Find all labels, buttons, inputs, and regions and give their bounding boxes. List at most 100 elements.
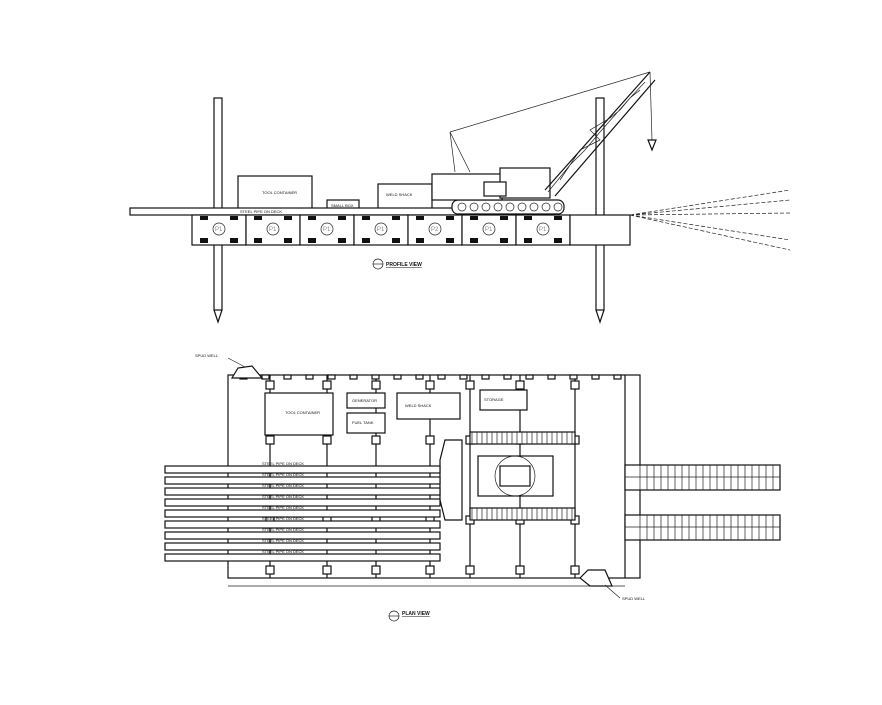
spud-well-bottom bbox=[579, 569, 613, 587]
pipe-row: STEEL PIPE ON DECK bbox=[164, 472, 441, 485]
plan-storage bbox=[479, 389, 528, 411]
bitt bbox=[570, 380, 580, 390]
pipe-row: STEEL PIPE ON DECK bbox=[164, 494, 441, 507]
bitt bbox=[371, 435, 381, 445]
pipe-note: STEEL PIPE ON DECK bbox=[262, 549, 304, 554]
cleat bbox=[283, 374, 292, 380]
bitt bbox=[570, 565, 580, 575]
plan-tool-container-label: TOOL CONTAINER bbox=[285, 410, 320, 415]
pipe-note: STEEL PIPE ON DECK bbox=[262, 494, 304, 499]
spud-note-top: SPUD WELL bbox=[195, 353, 219, 358]
pipe-note: STEEL PIPE ON DECK bbox=[262, 527, 304, 532]
track-wheel bbox=[493, 202, 503, 212]
bitt bbox=[371, 565, 381, 575]
track-wheel bbox=[553, 202, 563, 212]
bitt bbox=[465, 380, 475, 390]
pontoon-label: P1 bbox=[539, 227, 547, 233]
cleat bbox=[591, 374, 600, 380]
profile-view: TOOL CONTAINER SMALL BOX WELD SHACK STEE… bbox=[129, 71, 791, 324]
pontoon: P1 bbox=[245, 214, 301, 246]
pontoon: P1 bbox=[353, 214, 409, 246]
pipe-row: STEEL PIPE ON DECK bbox=[164, 461, 441, 474]
cleat bbox=[415, 374, 424, 380]
pontoon-row: P1 P1 P1 P1 P2 P1 P1 bbox=[191, 214, 631, 246]
spud-well-top bbox=[230, 365, 264, 379]
plan-weld-shack bbox=[396, 392, 461, 420]
pipe-row: STEEL PIPE ON DECK bbox=[164, 538, 441, 551]
pontoon-label: P1 bbox=[323, 227, 331, 233]
pipe-row: STEEL PIPE ON DECK bbox=[164, 527, 441, 540]
weld-shack-label: WELD SHACK bbox=[386, 192, 413, 197]
bitt bbox=[265, 435, 275, 445]
bitt bbox=[515, 565, 525, 575]
track-wheel bbox=[505, 202, 515, 212]
crane-plan bbox=[439, 431, 576, 521]
pontoon: P1 bbox=[299, 214, 355, 246]
plan-generator bbox=[346, 392, 386, 409]
stinger-lines bbox=[629, 189, 791, 251]
tool-container-label: TOOL CONTAINER bbox=[262, 190, 297, 195]
bitt bbox=[265, 380, 275, 390]
pontoon: P1 bbox=[191, 214, 247, 246]
pipe-row: STEEL PIPE ON DECK bbox=[164, 483, 441, 496]
pipe-note: STEEL PIPE ON DECK bbox=[262, 505, 304, 510]
plan-view-title: PLAN VIEW bbox=[402, 611, 430, 617]
bitt bbox=[515, 380, 525, 390]
cleat bbox=[503, 374, 512, 380]
pontoon: P2 bbox=[407, 214, 463, 246]
cleat bbox=[437, 374, 446, 380]
pipe-note: STEEL PIPE ON DECK bbox=[240, 209, 282, 214]
bitt bbox=[425, 565, 435, 575]
bitt bbox=[465, 565, 475, 575]
weld-shack bbox=[377, 183, 433, 213]
pontoon-label: P1 bbox=[215, 227, 223, 233]
stinger-upper bbox=[624, 464, 781, 491]
cleat bbox=[327, 374, 336, 380]
small-box-label: SMALL BOX bbox=[331, 203, 354, 208]
plan-weld-shack-label: WELD SHACK bbox=[405, 403, 432, 408]
pipe-row: STEEL PIPE ON DECK bbox=[164, 549, 441, 562]
pipe-note: STEEL PIPE ON DECK bbox=[262, 472, 304, 477]
pontoon-label: P1 bbox=[269, 227, 277, 233]
bitt bbox=[425, 380, 435, 390]
pipe-stack: STEEL PIPE ON DECK STEEL PIPE ON DECK STEE… bbox=[164, 461, 441, 562]
cleat bbox=[569, 374, 578, 380]
pipe-note: STEEL PIPE ON DECK bbox=[262, 461, 304, 466]
cleat bbox=[459, 374, 468, 380]
pipe-note: STEEL PIPE ON DECK bbox=[262, 483, 304, 488]
plan-fuel-tank-label: FUEL TANK bbox=[352, 420, 374, 425]
right-spud bbox=[595, 97, 605, 324]
profile-view-title: PROFILE VIEW bbox=[386, 262, 422, 268]
track-wheel bbox=[481, 202, 491, 212]
plan-generator-label: GENERATOR bbox=[352, 398, 377, 403]
bitt bbox=[371, 380, 381, 390]
pontoon: P1 bbox=[461, 214, 517, 246]
bitt bbox=[322, 435, 332, 445]
cleat bbox=[261, 374, 270, 380]
cleat bbox=[525, 374, 534, 380]
track-wheel bbox=[541, 202, 551, 212]
plan-storage-label: STORAGE bbox=[484, 397, 504, 402]
pipe-row: STEEL PIPE ON DECK bbox=[164, 516, 441, 529]
track-wheel bbox=[469, 202, 479, 212]
pontoon-label: P2 bbox=[431, 227, 439, 233]
bitt bbox=[322, 380, 332, 390]
pipe-note: STEEL PIPE ON DECK bbox=[262, 538, 304, 543]
bitt bbox=[322, 565, 332, 575]
track-wheel bbox=[517, 202, 527, 212]
cleat bbox=[371, 374, 380, 380]
stinger-lower bbox=[624, 514, 781, 541]
cleat bbox=[305, 374, 314, 380]
pontoon-end bbox=[569, 214, 631, 246]
track-wheel bbox=[529, 202, 539, 212]
cleat bbox=[481, 374, 490, 380]
cleat bbox=[349, 374, 358, 380]
left-spud bbox=[213, 97, 223, 324]
plan-view: TOOL CONTAINER GENERATOR FUEL TANK WELD … bbox=[164, 353, 781, 622]
bitt bbox=[265, 565, 275, 575]
plan-tool-container bbox=[264, 392, 334, 436]
bitt bbox=[425, 435, 435, 445]
plan-fuel-tank bbox=[346, 412, 386, 434]
pontoon-label: P1 bbox=[485, 227, 493, 233]
